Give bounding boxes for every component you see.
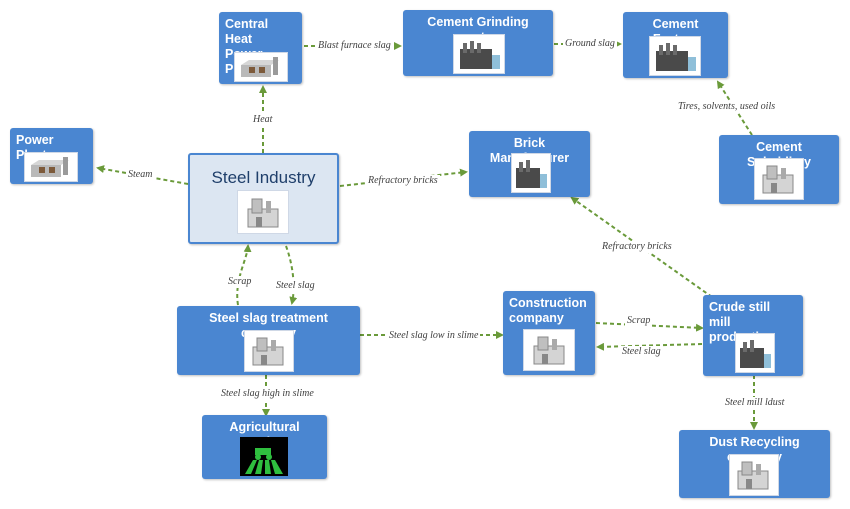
- edge-label-scrap-2: Scrap: [625, 315, 653, 327]
- node-cement-factory[interactable]: Cement Factory: [623, 12, 728, 78]
- node-construction-company[interactable]: Construction company: [503, 291, 595, 375]
- factory-icon: [735, 333, 775, 373]
- node-crude-still-mill[interactable]: Crude still mill production: [703, 295, 803, 376]
- power-plant-icon: [234, 52, 288, 82]
- node-cement-subsidiary[interactable]: Cement Subsidiary: [719, 135, 839, 204]
- edge-label-steel-slag-2: Steel slag: [620, 346, 663, 358]
- industry-icon: [523, 329, 575, 371]
- edge-label-steel-mill-dust: Steel mill ldust: [723, 397, 787, 409]
- industry-icon: [729, 454, 779, 496]
- node-agricultural-market[interactable]: Agricultural Market: [202, 415, 327, 479]
- edge-label-scrap-1: Scrap: [226, 276, 254, 288]
- node-power-plant[interactable]: Power Plant: [10, 128, 93, 184]
- industry-icon: [237, 190, 289, 234]
- node-cement-grinding-center[interactable]: Cement Grinding center: [403, 10, 553, 76]
- node-steel-industry[interactable]: Steel Industry: [188, 153, 339, 244]
- edge-label-steam: Steam: [126, 169, 155, 181]
- node-dust-recycling[interactable]: Dust Recycling company: [679, 430, 830, 498]
- node-label: Steel Industry: [211, 168, 316, 187]
- power-plant-icon: [24, 152, 78, 182]
- node-label: Construction company: [509, 296, 587, 325]
- edge-label-blast-furnace-slag: Blast furnace slag: [316, 40, 393, 52]
- node-steel-slag-treatment[interactable]: Steel slag treatment company: [177, 306, 360, 375]
- edge-label-slag-high-slime: Steel slag high in slime: [219, 388, 316, 400]
- edge-scrap-1: [236, 244, 252, 306]
- edge-label-refractory-bricks-1: Refractory bricks: [366, 175, 440, 187]
- edge-steel-slag-1: [285, 245, 298, 305]
- factory-icon: [453, 34, 505, 74]
- factory-icon: [511, 153, 551, 193]
- edge-label-heat: Heat: [251, 114, 275, 126]
- node-central-heat-power-plant[interactable]: Central Heat Power Plant: [219, 12, 302, 84]
- edge-steel-slag-2: [596, 342, 703, 351]
- edge-label-refractory-bricks-2: Refractory bricks: [600, 241, 674, 253]
- edge-scrap-2: [595, 322, 704, 332]
- industry-icon: [754, 158, 804, 200]
- farm-field-icon: [240, 437, 288, 476]
- node-brick-manufacturer[interactable]: Brick Manufacturer: [469, 131, 590, 197]
- edge-label-ground-slag: Ground slag: [563, 38, 617, 50]
- edge-label-tires: Tires, solvents, used oils: [676, 101, 778, 113]
- factory-icon: [649, 36, 701, 76]
- industry-icon: [244, 330, 294, 372]
- edge-label-slag-low-slime: Steel slag low in slime: [387, 330, 481, 342]
- edge-label-steel-slag-1: Steel slag: [274, 280, 317, 292]
